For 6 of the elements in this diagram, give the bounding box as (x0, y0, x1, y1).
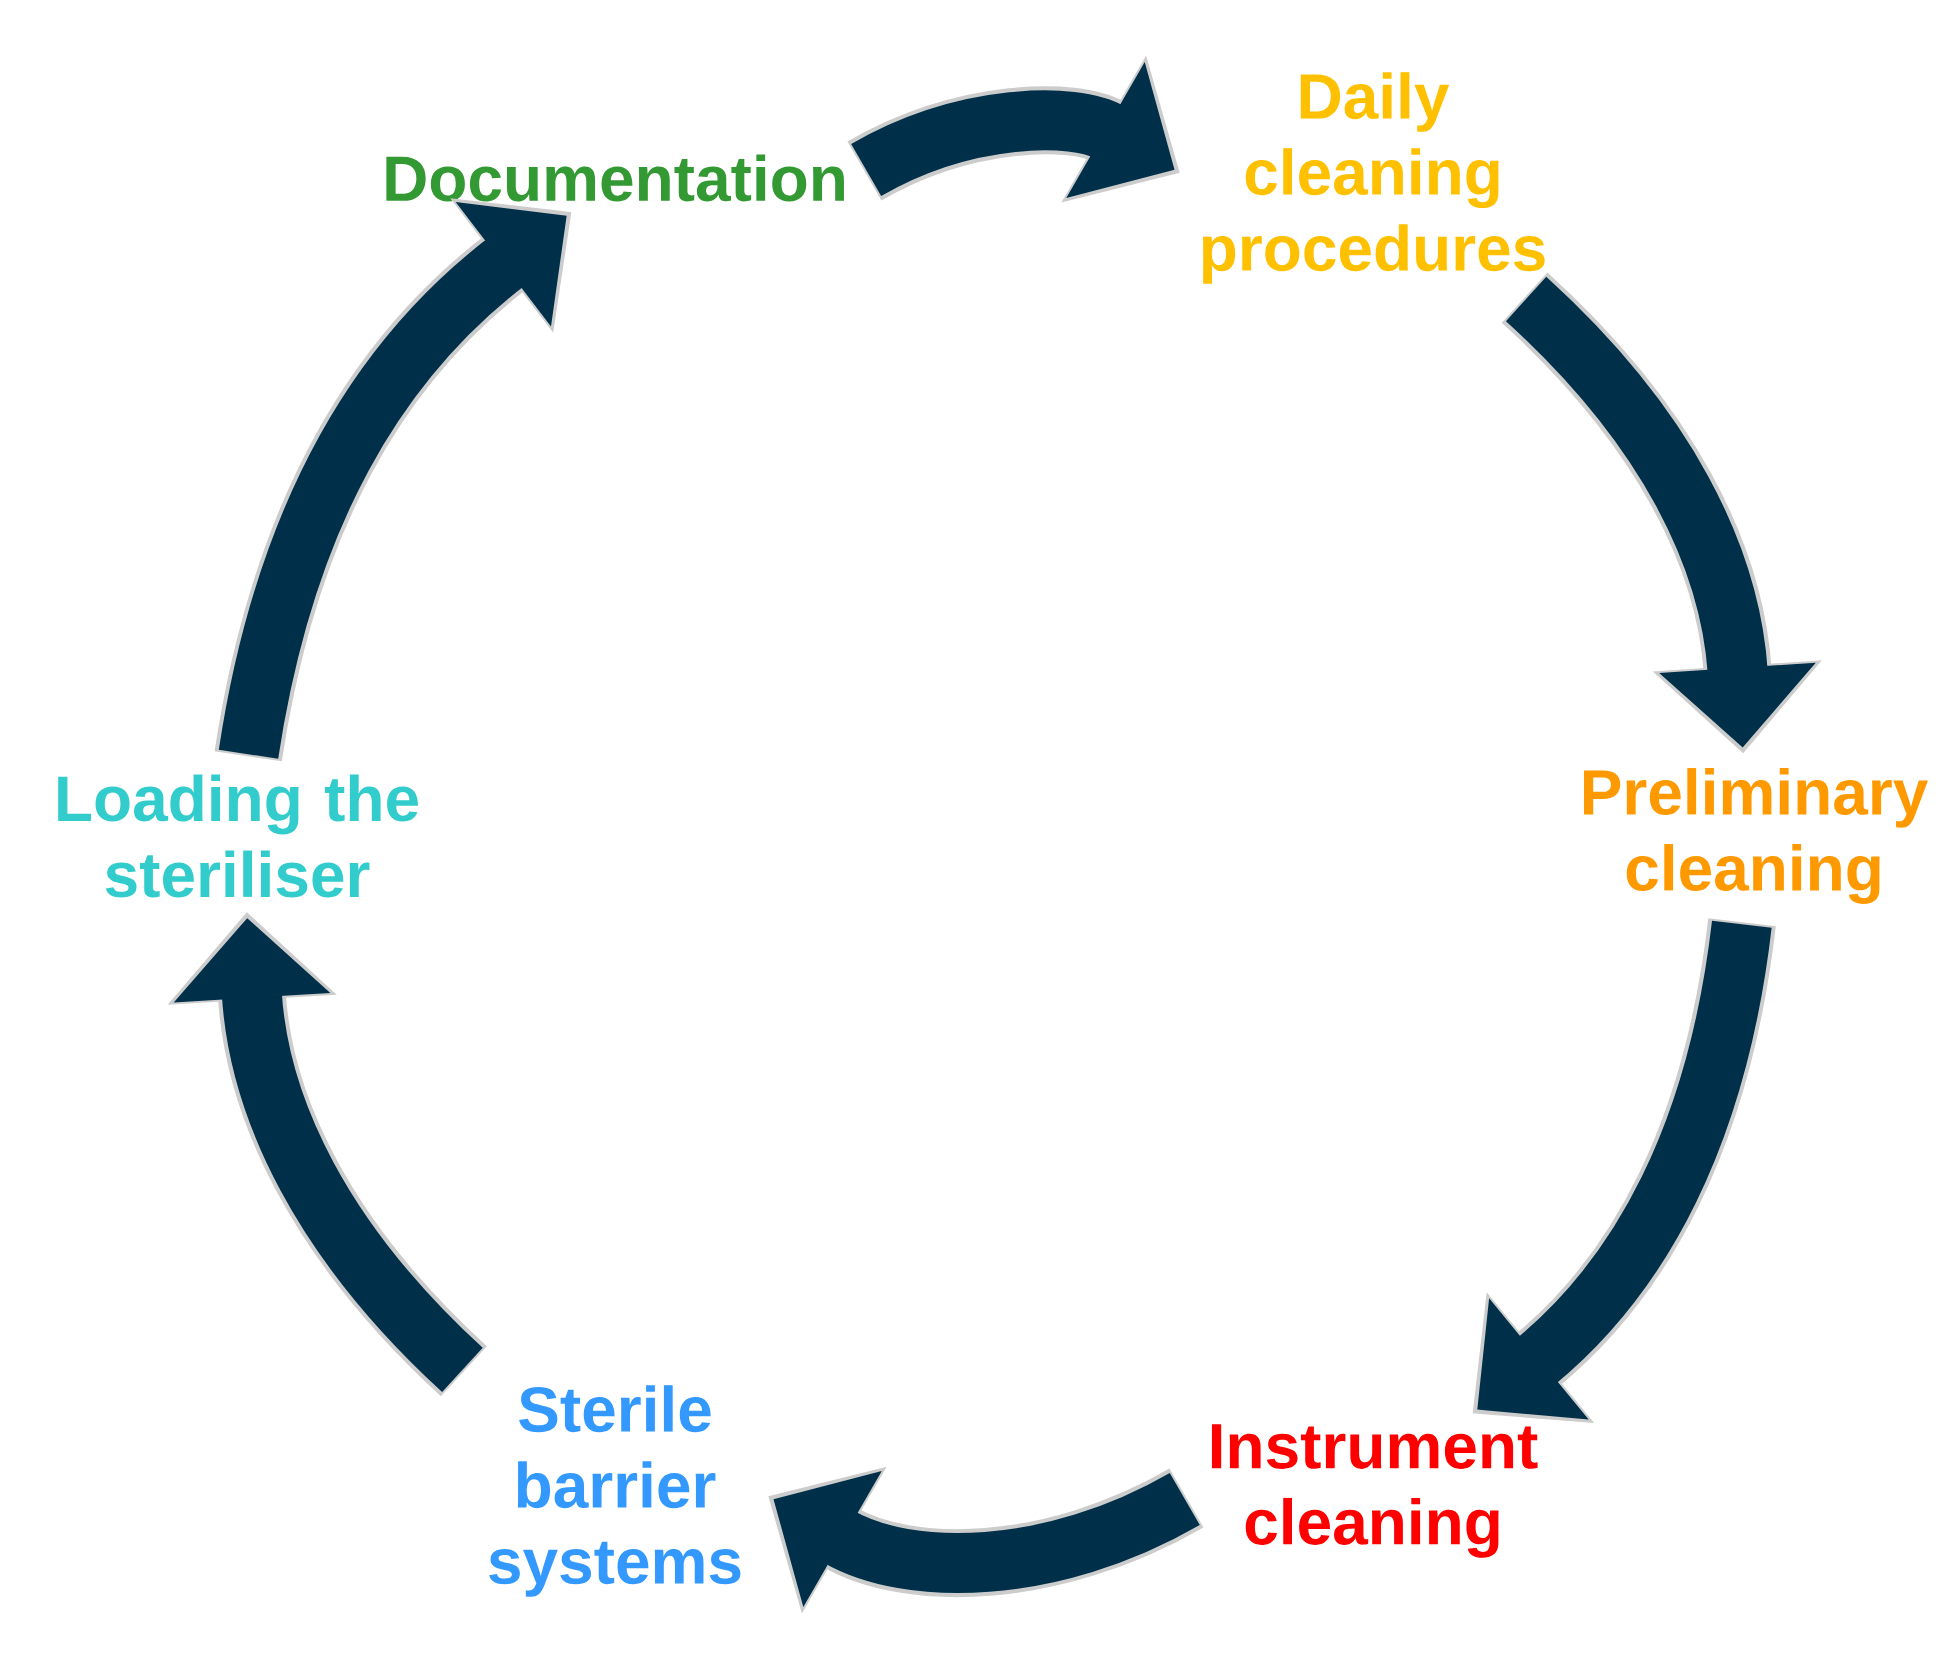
step-label: Daily cleaning procedures (1202, 72, 1545, 284)
step-label: Instrument cleaning (1211, 1424, 1538, 1558)
step-label: Loading the steriliser (58, 774, 418, 898)
step-label: Sterile barrier systems (489, 1385, 741, 1597)
step-label: Preliminary cleaning (1584, 768, 1928, 904)
step-label: Documentation (386, 154, 844, 202)
